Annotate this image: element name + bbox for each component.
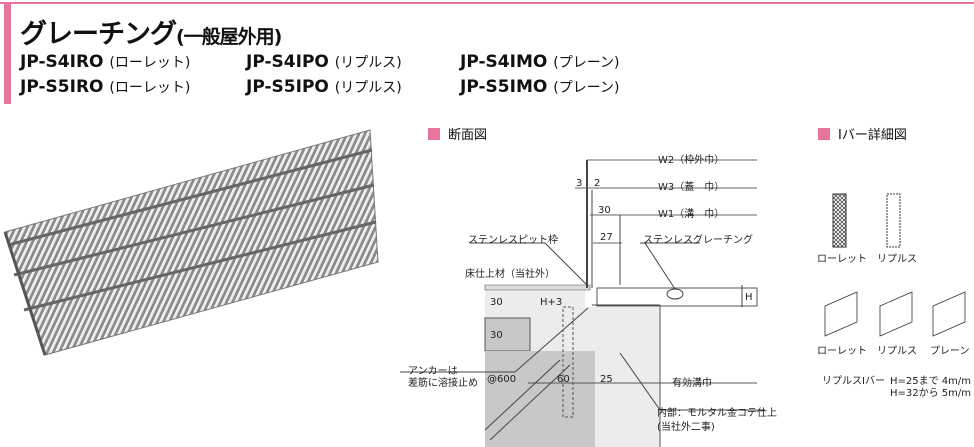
dim-w3: W3（蓋 巾） (658, 182, 725, 193)
label-grating: ステンレスグレーチング (643, 235, 753, 246)
dim-h-plus-3: H+3 (540, 297, 563, 308)
label-knurled: ローレット (817, 346, 867, 357)
title-main: グレーチング (20, 19, 177, 50)
model-item: JP-S4IRO (ローレット) (20, 52, 191, 72)
model-row-2: JP-S5IRO (ローレット) JP-S5IPO (リプルス) JP-S5IM… (20, 77, 619, 97)
dim-30: 30 (598, 205, 611, 216)
model-item: JP-S5IPO (リプルス) (246, 77, 402, 97)
model-item: JP-S4IPO (リプルス) (246, 52, 402, 72)
dim-30-vertical: 30 (490, 297, 503, 308)
dim-3: 3 (576, 178, 583, 189)
label-knurled: ローレット (817, 254, 867, 265)
page-title: グレーチング(一般屋外用) (20, 12, 282, 51)
note-thickness-2: H=32から 5m/m (890, 388, 972, 399)
dim-2: 2 (594, 178, 601, 189)
top-accent-line (0, 2, 974, 4)
detail-heading: Iバー詳細図 (818, 124, 907, 143)
label-inner-note: (当社外二事) (657, 422, 715, 433)
label-ripple: リプルス (877, 254, 917, 265)
bullet-square (428, 127, 440, 140)
dim-w2: W2（枠外巾） (658, 155, 725, 166)
model-item: JP-S5IRO (ローレット) (20, 77, 191, 97)
left-accent-bar (4, 4, 11, 104)
dim-60: 60 (557, 374, 570, 385)
section-heading: 断面図 (428, 124, 487, 143)
note-thickness-1: H=25まで 4m/m (890, 376, 972, 387)
dim-30-vertical: 30 (490, 330, 503, 341)
model-item: JP-S4IMO (プレーン) (460, 52, 620, 72)
label-anchor-weld: 差筋に溶接止め (408, 378, 478, 389)
title-sub: (一般屋外用) (176, 26, 282, 48)
model-item: JP-S5IMO (プレーン) (460, 77, 620, 97)
label-pit-frame: ステンレスピット枠 (468, 235, 558, 246)
label-floor-finish: 床仕上材（当社外） (465, 269, 555, 280)
bullet-square (818, 127, 830, 140)
label-ripple: リプルス (877, 346, 917, 357)
dim-h: H (745, 292, 753, 303)
label-plain: プレーン (930, 346, 970, 357)
model-row-1: JP-S4IRO (ローレット) JP-S4IPO (リプルス) JP-S4IM… (20, 52, 619, 72)
dim-25: 25 (600, 374, 613, 385)
ripple-bar-section (886, 193, 901, 248)
label-anchor: アンカーは (408, 366, 458, 377)
dim-w1: W1（溝 巾） (658, 209, 725, 220)
note-label: リプルスIバー (822, 376, 885, 387)
label-inner-finish: 内部：モルタル金コテ仕上 (657, 408, 777, 419)
label-effective-width: 有効溝巾 (672, 378, 712, 389)
knurled-bar-section (832, 193, 847, 248)
dim-pitch: @600 (487, 374, 517, 385)
dim-27: 27 (600, 232, 613, 243)
